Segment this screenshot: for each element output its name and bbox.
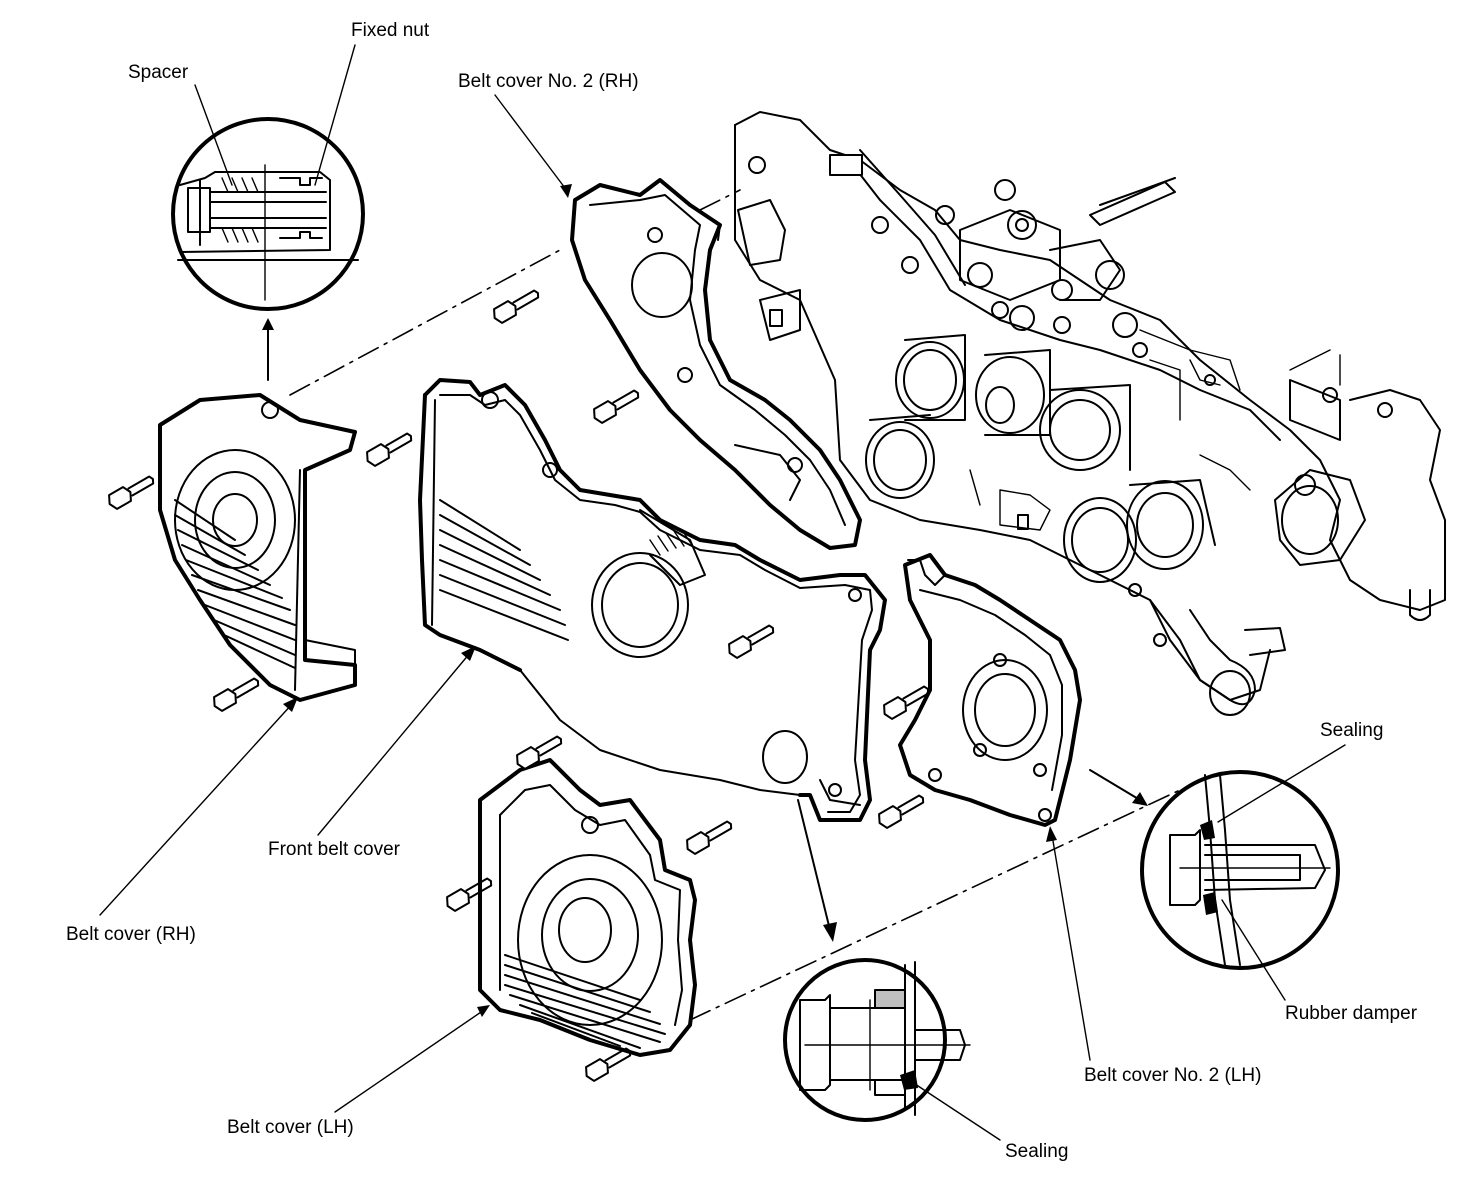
detail-circle-right: [1140, 770, 1340, 970]
bolts: [108, 289, 930, 1082]
belt-cover-lh-part: [478, 758, 697, 1057]
label-sealing-bottom: Sealing: [1005, 1141, 1069, 1162]
detail-circle-bottom: [783, 958, 971, 1122]
label-sealing-right: Sealing: [1320, 720, 1384, 741]
label-belt-cover-rh: Belt cover (RH): [66, 924, 196, 945]
label-belt-cover-no2-rh: Belt cover No. 2 (RH): [458, 71, 639, 92]
detail-circle-top: [171, 117, 365, 381]
label-fixed-nut: Fixed nut: [351, 20, 430, 41]
label-belt-cover-no2-lh: Belt cover No. 2 (LH): [1084, 1065, 1262, 1086]
leader-lines: [99, 44, 1346, 1141]
belt-cover-no2-rh-part: [570, 178, 862, 550]
label-belt-cover-lh: Belt cover (LH): [227, 1117, 354, 1138]
center-lines: [289, 189, 1181, 1021]
belt-cover-rh-part: [158, 393, 357, 702]
belt-cover-no2-lh-part: [898, 553, 1082, 827]
label-rubber-damper: Rubber damper: [1285, 1003, 1418, 1024]
label-front-belt-cover: Front belt cover: [268, 839, 400, 860]
label-spacer: Spacer: [128, 62, 189, 83]
front-belt-cover-part: [418, 378, 887, 822]
engine-block: [734, 111, 1446, 716]
